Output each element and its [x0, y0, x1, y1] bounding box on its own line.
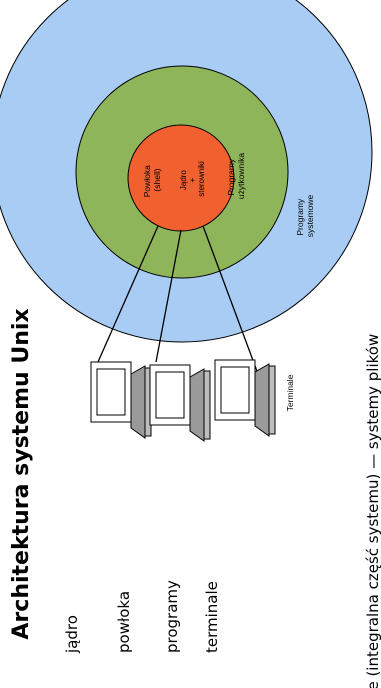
- footer-line: owe (integralna część systemu) — systemy…: [364, 334, 381, 688]
- kernel-label: Jądro + sterowniki: [179, 161, 206, 197]
- bullet-kernel: jądro: [63, 615, 81, 654]
- system-programs-label: Programy systemowe: [295, 194, 315, 237]
- terminals-label: Terminale: [285, 374, 295, 411]
- terminal-icon-3: [214, 359, 276, 437]
- shell-label: Powłoka (shell): [142, 163, 162, 198]
- user-programs-label: Programy użytkownika: [226, 153, 246, 200]
- slide-title: Architektura systemu Unix: [9, 308, 34, 639]
- terminal-line-1: [97, 225, 159, 363]
- terminal-icon-1: [90, 361, 152, 439]
- terminal-line-3: [202, 225, 268, 399]
- bullet-programs: programy: [163, 580, 181, 653]
- bullet-terminals: terminale: [203, 581, 221, 653]
- terminal-line-2: [155, 229, 182, 363]
- terminal-icon-2: [149, 364, 211, 442]
- bullet-shell: powłoka: [115, 591, 133, 653]
